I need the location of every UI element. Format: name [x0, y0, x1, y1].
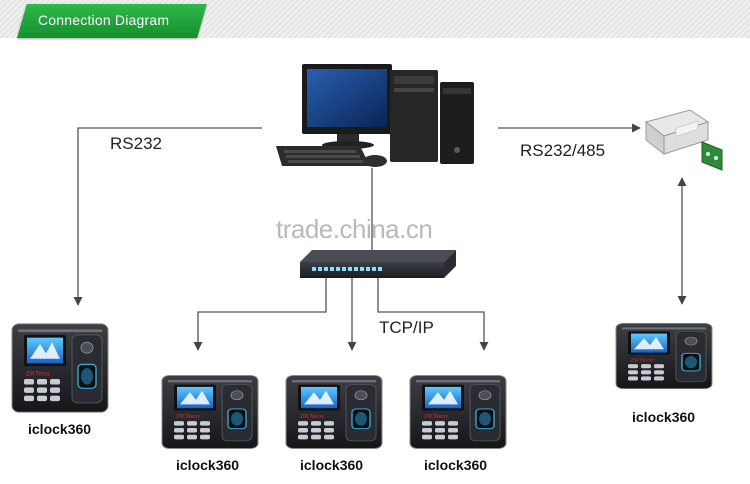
rs232-label: RS232 [110, 134, 162, 153]
diagram-title: Connection Diagram [38, 12, 170, 28]
device-right-icon [615, 322, 713, 390]
rs232-485-converter-icon [644, 109, 723, 171]
network-switch-icon [300, 250, 456, 278]
device-right-label: iclock360 [632, 409, 696, 425]
device-left-icon [11, 323, 109, 413]
device-bottom-1-label: iclock360 [176, 457, 240, 473]
device-bottom-2-icon [285, 374, 383, 450]
device-bottom-1-icon [161, 374, 259, 450]
watermark: trade.china.cn [276, 214, 433, 244]
rs232-485-label: RS232/485 [520, 141, 606, 160]
device-bottom-2-label: iclock360 [300, 457, 364, 473]
computer-icon [276, 64, 474, 167]
device-left-label: iclock360 [28, 421, 92, 437]
device-bottom-3-icon [409, 374, 507, 450]
tcpip-label: TCP/IP [379, 318, 434, 337]
connection-lines [73, 123, 687, 351]
device-bottom-3-label: iclock360 [424, 457, 488, 473]
